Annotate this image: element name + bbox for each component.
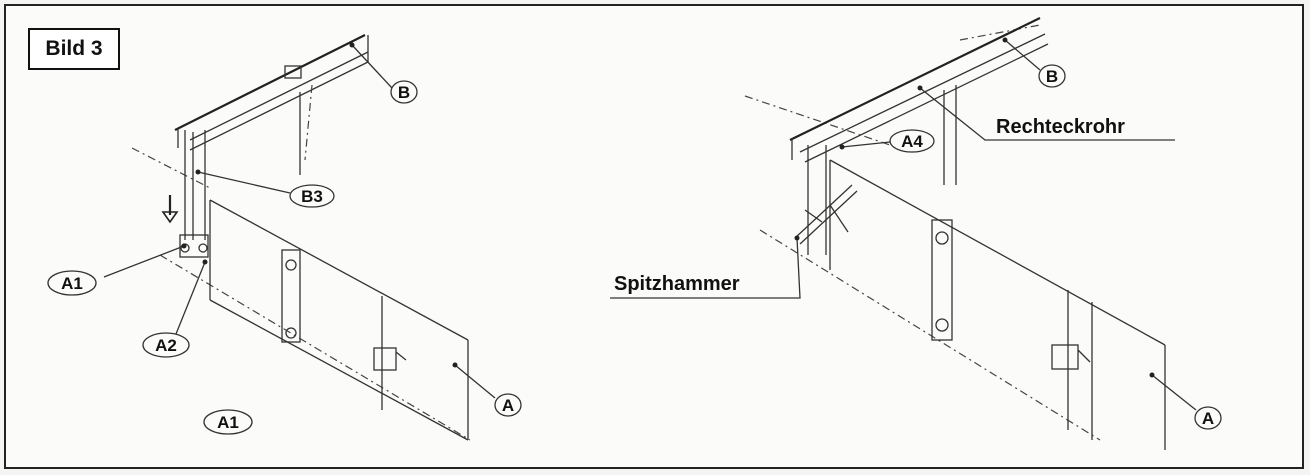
- label-a-left: A: [452, 362, 522, 417]
- label-text-a1-upper: A1: [61, 274, 83, 293]
- label-a1-upper: A1: [47, 243, 187, 296]
- beam-b-left: [174, 34, 369, 151]
- label-text-b-right: B: [1046, 67, 1058, 86]
- left-assembly: B B3 A1 A2 A A1: [47, 34, 522, 441]
- callout-rechteckrohr: Rechteckrohr: [917, 85, 1175, 141]
- label-text-a2: A2: [155, 336, 177, 355]
- label-text-b-left: B: [398, 83, 410, 102]
- label-a1-lower: A1: [203, 409, 253, 435]
- post-b3: [184, 130, 206, 240]
- panel-a-left: [209, 199, 469, 441]
- panel-clip-right: [1051, 344, 1091, 370]
- label-b3: B3: [195, 169, 335, 208]
- label-b-left: B: [349, 42, 418, 104]
- callout-text-rechteckrohr: Rechteckrohr: [996, 116, 1125, 138]
- label-a2: A2: [142, 259, 208, 358]
- label-a-right: A: [1149, 372, 1222, 430]
- label-text-b3: B3: [301, 187, 323, 206]
- panel-a-right: [829, 159, 1166, 450]
- panel-bracket-left: [281, 249, 301, 343]
- beam-rechteckrohr: [789, 17, 1049, 163]
- label-a4: A4: [839, 129, 935, 153]
- strut-left: [284, 65, 313, 175]
- panel-clip-left: [373, 347, 407, 371]
- clamp-a1-a2: [179, 234, 209, 258]
- spitzhammer-tool: [794, 184, 858, 245]
- label-text-a1-lower: A1: [217, 413, 239, 432]
- label-b-right: B: [1002, 37, 1066, 88]
- down-arrow-icon: [161, 195, 179, 224]
- figure-frame: [4, 4, 1304, 469]
- figure-title: Bild 3: [28, 28, 120, 70]
- callout-text-spitzhammer: Spitzhammer: [614, 273, 740, 295]
- label-text-a-left: A: [502, 396, 514, 415]
- label-text-a4: A4: [901, 132, 923, 151]
- panel-bracket-right: [931, 219, 953, 341]
- right-assembly: B A4 A Rechteckrohr Spitzhammer: [610, 17, 1222, 450]
- label-text-a-right: A: [1202, 409, 1214, 428]
- callout-spitzhammer: Spitzhammer: [610, 235, 801, 299]
